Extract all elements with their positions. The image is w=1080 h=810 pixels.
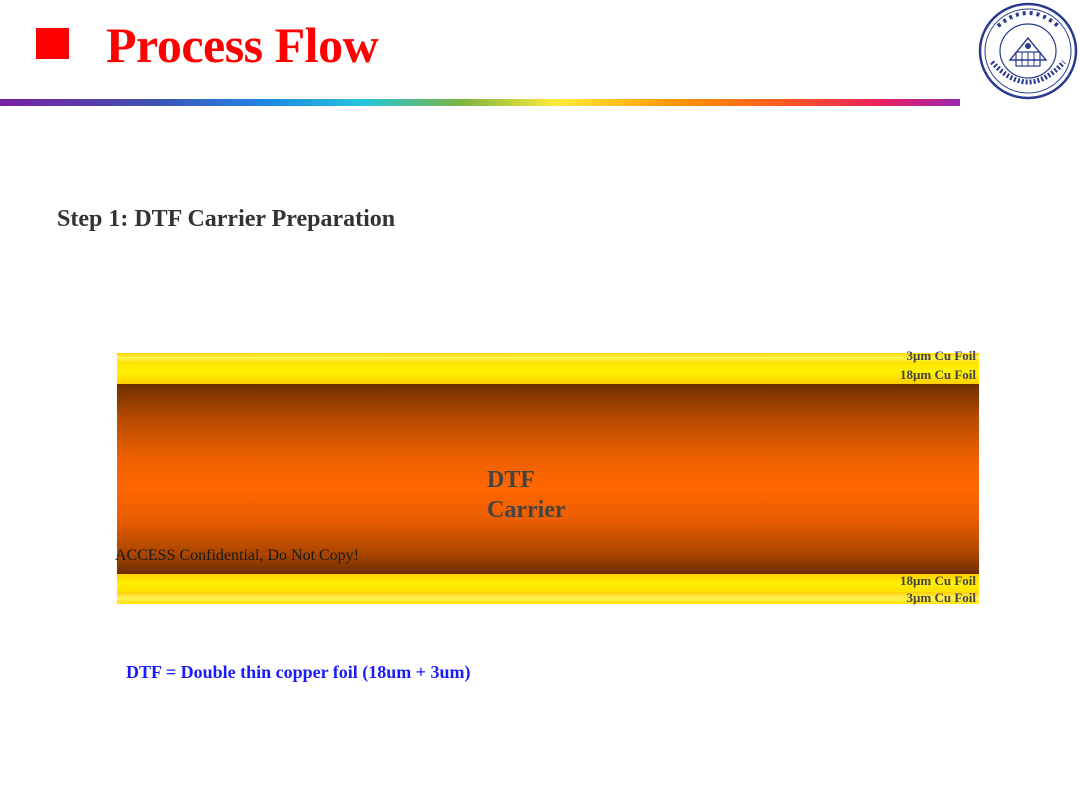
label-3um-bottom: 3μm Cu Foil <box>906 590 976 605</box>
carrier-label: DTF Carrier <box>487 465 566 525</box>
label-3um-top: 3μm Cu Foil <box>906 348 976 363</box>
title-bullet <box>36 28 69 59</box>
dtf-carrier-layer <box>117 384 979 574</box>
cu-foil-3um-bottom-layer <box>117 592 979 604</box>
carrier-label-line2: Carrier <box>487 497 566 523</box>
cu-foil-3um-top-layer <box>117 353 979 363</box>
label-18um-bottom: 18μm Cu Foil <box>900 573 976 588</box>
cu-foil-18um-top-layer <box>117 363 979 384</box>
confidential-watermark: ACCESS Confidential, Do Not Copy! <box>115 547 360 564</box>
slide-title: Process Flow <box>106 17 379 73</box>
step-heading: Step 1: DTF Carrier Preparation <box>57 206 396 232</box>
dtf-definition: DTF = Double thin copper foil (18um + 3u… <box>126 662 471 682</box>
university-seal-icon <box>978 2 1078 100</box>
cu-foil-18um-bottom-layer <box>117 574 979 592</box>
rainbow-divider <box>0 99 960 106</box>
carrier-label-line1: DTF <box>487 467 535 493</box>
label-18um-top: 18μm Cu Foil <box>900 367 976 382</box>
